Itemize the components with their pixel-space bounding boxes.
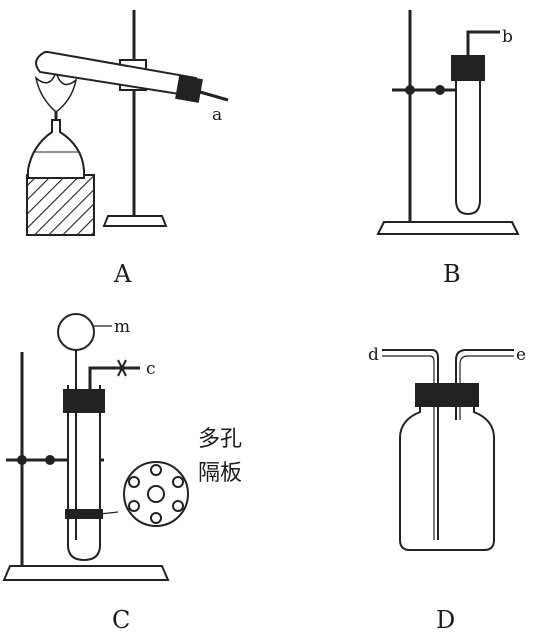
stopper-b: [451, 55, 485, 81]
tube-tag-a: a: [212, 105, 222, 125]
apparatus-a: a: [26, 10, 229, 236]
funnel-bulb: [57, 313, 95, 351]
plate-caption-line1: 多孔: [198, 427, 242, 452]
test-tube-b: [455, 78, 481, 216]
left-tag: d: [368, 345, 379, 365]
stopper-a: [175, 75, 203, 103]
outlet-tube-a: [199, 90, 229, 102]
funnel-tag: m: [114, 317, 130, 337]
right-tag: e: [516, 345, 526, 365]
apparatus-c: m c 多孔 隔板: [2, 313, 242, 581]
apparatus-b: b: [376, 10, 520, 235]
valve-c: [117, 359, 127, 377]
outlet-tube-b: [466, 30, 500, 56]
burner-block: [26, 174, 95, 236]
test-tube-a: [35, 51, 198, 98]
tube-tag-b: b: [502, 27, 513, 47]
outlet-tube-c: [88, 366, 140, 390]
flame: [34, 69, 78, 113]
porous-plate-detail: [123, 461, 189, 527]
stopper-c: [63, 389, 105, 413]
stand-base-b: [376, 221, 520, 235]
stand-base-c: [2, 565, 170, 581]
alcohol-lamp: [27, 119, 85, 179]
long-tube-d: [382, 349, 439, 540]
panel-label-a: A: [113, 260, 132, 288]
gas-bottle: [399, 400, 495, 551]
panel-label-b: B: [443, 260, 461, 288]
porous-plate-band: [65, 509, 103, 519]
outlet-tag: c: [146, 359, 156, 379]
stand-base-a: [102, 215, 168, 227]
stopper-d: [415, 383, 479, 407]
panel-label-d: D: [436, 606, 455, 632]
apparatus-d: d e: [368, 345, 526, 551]
plate-caption-line2: 隔板: [198, 461, 242, 486]
short-tube-d: [455, 349, 514, 420]
panel-label-c: C: [112, 606, 130, 632]
